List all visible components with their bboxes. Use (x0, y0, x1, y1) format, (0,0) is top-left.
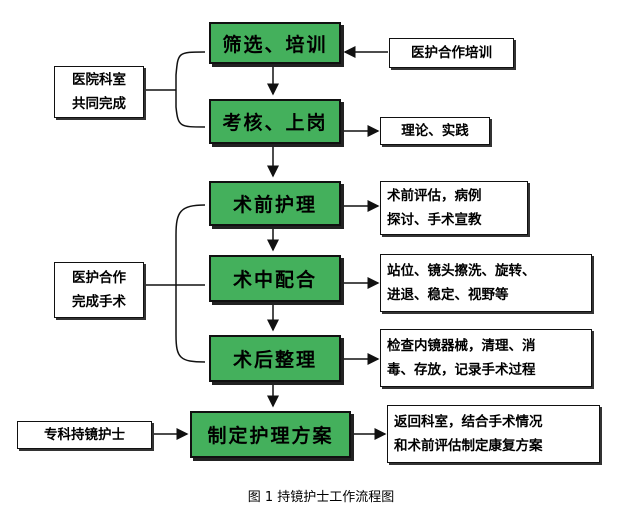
step-postop-arrangement: 术后整理 (209, 335, 341, 382)
note-plan: 返回科室，结合手术情况和术前评估制定康复方案 (387, 405, 600, 463)
bracket-coop (175, 204, 206, 363)
note-intraop: 站位、镜头擦洗、旋转、进退、稳定、视野等 (380, 254, 592, 312)
bracket-dept (175, 51, 206, 128)
note-specialist-nurse: 专科持镜护士 (17, 421, 152, 449)
step-care-plan: 制定护理方案 (190, 411, 351, 458)
step-assessment-onboarding: 考核、上岗 (209, 99, 341, 144)
note-dept-jointly: 医院科室共同完成 (54, 66, 144, 118)
figure-caption: 图 1 持镜护士工作流程图 (247, 490, 395, 505)
step-intraop-cooperation: 术中配合 (209, 255, 341, 302)
note-theory-practice: 理论、实践 (380, 117, 490, 145)
note-training: 医护合作培训 (389, 38, 514, 68)
note-postop: 检查内镜器械，清理、消毒、存放，记录手术过程 (380, 329, 592, 387)
note-preop: 术前评估，病例探讨、手术宣教 (380, 181, 528, 235)
step-screening-training: 筛选、培训 (209, 22, 341, 64)
step-preop-care: 术前护理 (209, 181, 341, 226)
note-coop-surgery: 医护合作完成手术 (54, 262, 144, 318)
